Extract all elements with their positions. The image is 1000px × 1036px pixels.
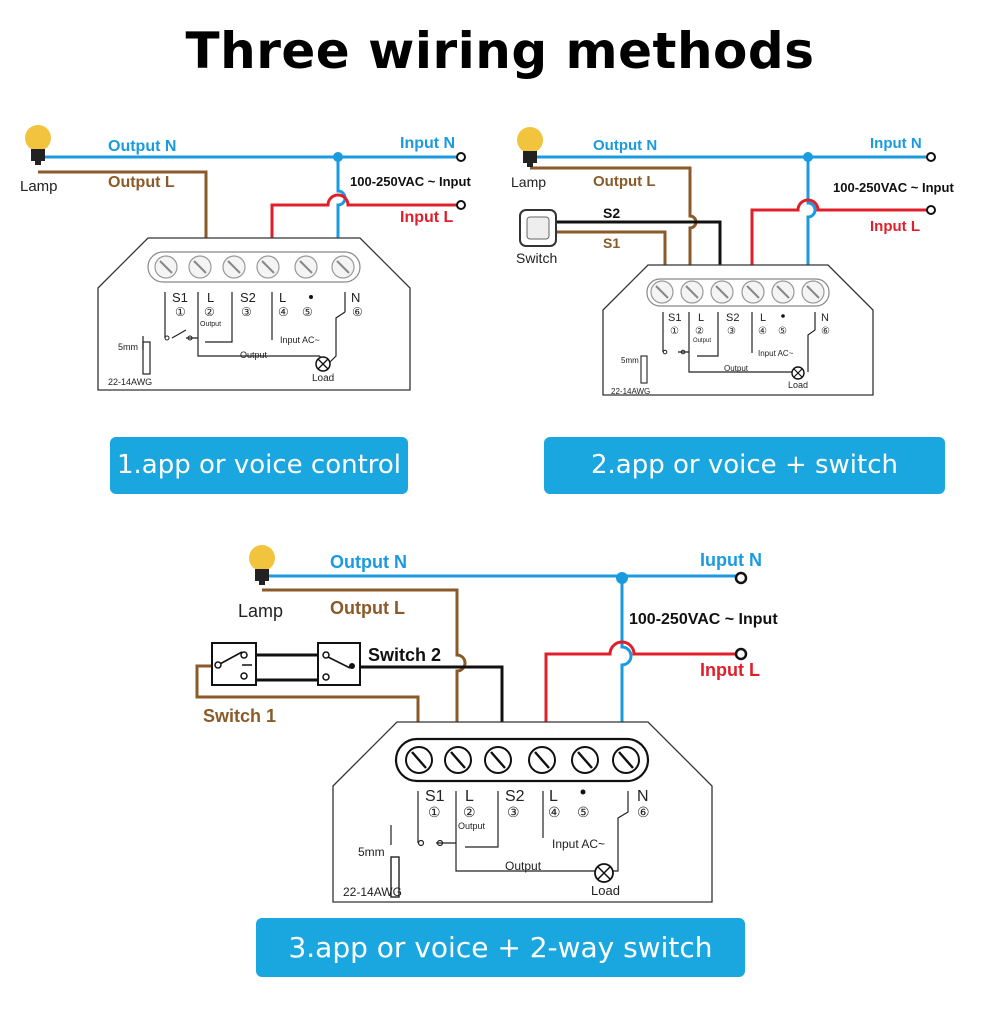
- input-ac-label: Input AC~: [280, 335, 320, 345]
- diagram-1: Output N Output L Lamp Input N 100-250VA…: [20, 125, 471, 391]
- input-l-wire: [270, 193, 460, 238]
- terminal-number: ①: [175, 305, 186, 319]
- lamp-icon: [25, 125, 51, 165]
- terminal-number: ④: [278, 305, 289, 319]
- label-s1: S1: [603, 235, 620, 251]
- label-input-n: Iuput N: [700, 550, 762, 570]
- label-voltage: 100-250VAC ~ Input: [833, 180, 954, 195]
- terminal-label: L: [760, 312, 766, 324]
- terminal-number: ②: [695, 326, 704, 337]
- label-output-l: Output L: [593, 173, 655, 190]
- terminal-number: ③: [507, 804, 520, 820]
- load-label: Load: [788, 380, 808, 390]
- label-output-n: Output N: [108, 138, 176, 155]
- terminal-number: ⑥: [821, 326, 830, 337]
- terminal-number: ⑤: [302, 305, 313, 319]
- terminal-label: L: [279, 290, 286, 305]
- caption-method-2: 2.app or voice + switch control: [544, 437, 945, 537]
- label-output-n: Output N: [330, 552, 407, 572]
- terminal-number: ②: [463, 804, 476, 820]
- terminal-label: S2: [726, 312, 739, 324]
- terminal-number: ③: [727, 326, 736, 337]
- terminal-label: S1: [172, 290, 188, 305]
- output-small-label: Output: [200, 321, 221, 328]
- load-label: Load: [591, 883, 620, 898]
- awg-label: 22-14AWG: [108, 377, 152, 387]
- caption-method-1: 1.app or voice control: [110, 437, 408, 494]
- terminal-label: L: [549, 788, 558, 805]
- load-label: Load: [312, 373, 334, 384]
- label-s2: S2: [603, 205, 620, 221]
- input-ac-label: Input AC~: [552, 837, 605, 851]
- strip-label: 5mm: [118, 342, 138, 352]
- label-lamp: Lamp: [238, 601, 283, 621]
- label-output-l: Output L: [330, 598, 405, 618]
- output-label: Output: [505, 859, 542, 873]
- label-voltage: 100-250VAC ~ Input: [350, 174, 471, 189]
- terminal-label: N: [821, 312, 829, 324]
- switch-1-icon: [211, 642, 257, 686]
- page-title: Three wiring methods: [185, 22, 815, 80]
- output-label: Output: [724, 364, 749, 373]
- caption-method-3: 3.app or voice + 2-way switch control: [256, 918, 745, 1023]
- terminal-number: ②: [204, 305, 215, 319]
- lamp-icon: [517, 127, 543, 167]
- label-input-l: Input L: [400, 209, 454, 226]
- label-voltage: 100-250VAC ~ Input: [629, 611, 778, 628]
- terminal-label: L: [207, 290, 214, 305]
- label-input-n: Input N: [870, 135, 922, 152]
- output-small-label: Output: [693, 338, 711, 344]
- label-output-l: Output L: [108, 174, 175, 191]
- input-ac-label: Input AC~: [758, 349, 794, 358]
- label-lamp: Lamp: [511, 174, 546, 190]
- terminal-number: ⑤: [778, 326, 787, 337]
- label-output-n: Output N: [593, 137, 657, 154]
- output-l-wire: [38, 170, 208, 238]
- terminal-label: N: [351, 290, 360, 305]
- terminal-label: S1: [668, 312, 681, 324]
- output-small-label: Output: [458, 821, 486, 831]
- label-lamp: Lamp: [20, 178, 58, 195]
- terminal-number: ⑤: [577, 804, 590, 820]
- label-switch-1: Switch 1: [203, 706, 276, 726]
- terminal-label: S2: [240, 290, 256, 305]
- diagram-2: Output N Output L Lamp Switch S2 S1 Inpu…: [511, 127, 954, 396]
- label-switch-2: Switch 2: [368, 645, 441, 665]
- wiring-diagrams: Output N Output L Lamp Input N 100-250VA…: [20, 125, 954, 903]
- terminal-label: L: [465, 788, 474, 805]
- terminal-number: ①: [670, 326, 679, 337]
- terminal-number: ⑥: [637, 804, 650, 820]
- lamp-icon: [249, 545, 275, 585]
- awg-label: 22-14AWG: [611, 387, 650, 396]
- terminal-number: ③: [241, 305, 252, 319]
- strip-label: 5mm: [621, 356, 639, 365]
- terminal-label: S1: [425, 788, 445, 805]
- terminal-number: ④: [548, 804, 561, 820]
- label-switch: Switch: [516, 250, 557, 266]
- terminal-number: ①: [428, 804, 441, 820]
- diagram-3: Output N Output L Lamp Switch 2 Switch 1…: [195, 545, 778, 903]
- label-input-l: Input L: [700, 660, 760, 680]
- label-input-l: Input L: [870, 218, 920, 235]
- terminal-label: L: [698, 312, 704, 324]
- awg-label: 22-14AWG: [343, 885, 402, 899]
- terminal-number: ⑥: [352, 305, 363, 319]
- terminal-number: ④: [758, 326, 767, 337]
- terminal-label: S2: [505, 788, 525, 805]
- strip-label: 5mm: [358, 845, 385, 859]
- label-input-n: Input N: [400, 135, 455, 152]
- terminal-label: N: [637, 788, 649, 805]
- output-label: Output: [240, 350, 268, 360]
